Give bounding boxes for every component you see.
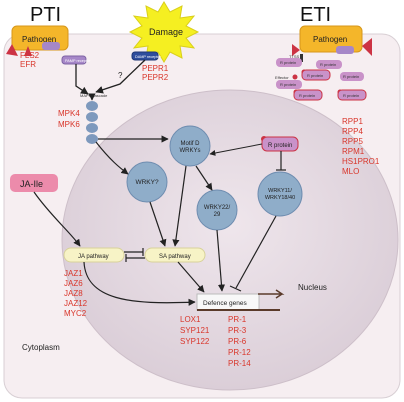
arrow-pamp-to-mapk	[75, 64, 89, 95]
motif-d-wrkys-node	[169, 125, 211, 167]
inhibit-wrky11-to-defence	[235, 215, 277, 289]
eti-pathogen: Pathogen	[292, 25, 372, 56]
mapk-gene-mpk4: MPK4	[58, 109, 80, 118]
nuclear-r-protein-label: R protein	[268, 143, 292, 149]
arrow-rprotein-to-wrky	[209, 143, 263, 156]
effector-label: Effector	[275, 75, 289, 80]
ja-pathway-box	[63, 247, 125, 263]
motif-d-label-1: Motif D	[180, 141, 200, 147]
defence-gene: SYP122	[180, 337, 210, 346]
wrky-unknown-node	[126, 161, 168, 203]
defence-gene: SYP121	[180, 326, 210, 335]
ja-gene: JAZ12	[64, 299, 88, 308]
nucleus-label: Nucleus	[298, 283, 327, 292]
ja-ile-box	[10, 174, 58, 192]
ttss-needle	[300, 54, 303, 62]
eti-gene-list: RPP1 RPP4 RPP5 RPM1 HS1PRO1 MLO	[342, 117, 380, 176]
pathway-arrows	[33, 135, 226, 306]
r-protein-label: R protein	[299, 93, 315, 98]
wrky11-label-2: WRKY18/40	[265, 195, 295, 201]
defence-gene: PR-14	[228, 359, 251, 368]
wrky11-18-40-node	[257, 171, 303, 217]
ja-gene: JAZ1	[64, 269, 83, 278]
r-protein-cluster: R protein R protein Effector R protein R…	[275, 58, 367, 101]
damp-receptor: DAMP receptor	[131, 51, 162, 61]
defence-gene: LOX1	[180, 315, 201, 324]
eti-gene: RPP4	[342, 127, 363, 136]
defence-gene: PR-1	[228, 315, 247, 324]
arrow-damp-to-mapk	[95, 59, 146, 94]
defence-list-left: LOX1 SYP121 SYP122	[180, 315, 210, 346]
r-protein-label: R protein	[320, 62, 336, 67]
defence-gene: PR-12	[228, 348, 251, 357]
eti-heading: ETI	[300, 4, 331, 26]
wrky22-label-2: 29	[214, 212, 221, 218]
sa-pathway-box	[144, 247, 206, 263]
mapk-cascade	[86, 101, 98, 144]
defence-gene: PR-6	[228, 337, 247, 346]
r-protein-label: R protein	[343, 93, 359, 98]
pti-gene-efr: EFR	[20, 60, 36, 69]
ja-gene-list: JAZ1 JAZ6 JAZ8 JAZ12 MYC2	[64, 269, 88, 318]
pti-gene-fls2: FLS2	[20, 51, 40, 60]
ja-gene: MYC2	[64, 309, 87, 318]
ttss-label: TTSS	[289, 54, 300, 59]
motif-d-label-2: WRKYs	[180, 148, 201, 154]
defence-genes-label: Defence genes	[203, 300, 247, 307]
r-protein-label: R protein	[343, 74, 359, 79]
r-protein-label: R protein	[307, 73, 323, 78]
eti-gene: MLO	[342, 167, 359, 176]
inhibit-wrky11-to-defence-bar	[229, 285, 242, 292]
cytoplasm-label: Cytoplasm	[22, 343, 60, 352]
damp-receptor-label: DAMP receptor	[135, 55, 162, 59]
wrky-unknown-label: WRKY?	[135, 179, 159, 186]
question-mark: ?	[118, 71, 123, 80]
r-protein-label: R protein	[280, 60, 296, 65]
pti-pathogen-label: Pathogen	[22, 35, 56, 44]
defence-gene: PR-3	[228, 326, 247, 335]
damage-gene-pepr1: PEPR1	[142, 64, 169, 73]
defence-genes-arrow	[258, 289, 285, 299]
ja-gene: JAZ8	[64, 289, 83, 298]
wrky11-label-1: WRKY11/	[268, 188, 292, 194]
eti-gene: RPP5	[342, 137, 363, 146]
eti-gene: RPP1	[342, 117, 363, 126]
defence-list-right: PR-1 PR-3 PR-6 PR-12 PR-14	[228, 315, 251, 368]
mapk-cascade-label: MAPK cascade	[80, 93, 108, 98]
pamp-receptor: PAMP receptor	[61, 55, 91, 65]
damage-gene-pepr2: PEPR2	[142, 73, 169, 82]
pamp-receptor-label: PAMP receptor	[65, 59, 91, 63]
ja-pathway-label: JA pathway	[78, 254, 109, 260]
wrky22-label-1: WRKY22/	[204, 205, 231, 211]
r-protein-label: R protein	[280, 82, 296, 87]
eti-gene: HS1PRO1	[342, 157, 380, 166]
ja-gene: JAZ6	[64, 279, 83, 288]
damage-star	[128, 1, 200, 63]
mapk-gene-mpk6: MPK6	[58, 120, 80, 129]
pti-pathogen: Pathogen	[6, 25, 69, 56]
ja-ile-label: JA-Ile	[20, 179, 43, 189]
pti-heading: PTI	[30, 4, 61, 26]
sa-pathway-label: SA pathway	[159, 254, 191, 260]
eti-gene: RPM1	[342, 147, 365, 156]
eti-pathogen-label: Pathogen	[313, 35, 347, 44]
damage-label: Damage	[149, 27, 183, 37]
nuclear-r-protein: R protein	[261, 136, 299, 152]
